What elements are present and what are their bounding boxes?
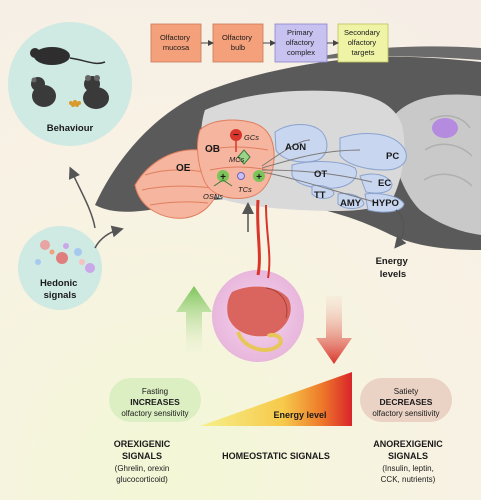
projection-lines	[261, 139, 376, 203]
label-ob: OB	[205, 144, 220, 155]
anorexigenic-line3: (Insulin, leptin,	[382, 464, 434, 473]
hedonic-circle	[18, 226, 102, 310]
orexigenic-line2: SIGNALS	[122, 451, 162, 461]
satiety-line1: Satiety	[394, 387, 418, 396]
label-osns: OSNs	[203, 192, 223, 201]
energy-levels-label: Energy levels	[376, 256, 411, 280]
bottom-labels: OREXIGENIC SIGNALS (Ghrelin, orexin gluc…	[114, 439, 444, 484]
label-mcs: MCs	[229, 155, 245, 164]
arrow-to-behaviour	[68, 166, 96, 229]
svg-text:−: −	[233, 130, 239, 141]
flow-label-mucosa: Olfactory mucosa	[160, 33, 192, 52]
label-ot: OT	[314, 169, 327, 180]
label-gcs: GCs	[244, 133, 259, 142]
hedonic-label: Hedonic signals	[40, 278, 80, 301]
label-hypo: HYPO	[372, 198, 399, 209]
satiety-box: Satiety DECREASES olfactory sensitivity	[360, 378, 452, 422]
mouse-icon	[83, 75, 109, 109]
arrow-from-hedonic	[94, 225, 124, 249]
flow-label-secondary: Secondary olfactory targets	[344, 28, 382, 57]
anorexigenic-line1: ANOREXIGENIC	[373, 439, 443, 449]
flow-label-primary: Primary olfactory complex	[286, 28, 316, 57]
label-oe: OE	[176, 163, 191, 174]
stomach-icon	[227, 286, 291, 337]
green-up-arrow	[176, 286, 212, 355]
inhibitory-minus-icon	[230, 129, 242, 141]
cerebellum-fold	[429, 115, 471, 129]
fasting-pill	[109, 378, 201, 422]
orexigenic-line3: (Ghrelin, orexin	[115, 464, 170, 473]
satiety-line3: olfactory sensitivity	[372, 409, 439, 418]
label-aon: AON	[285, 142, 306, 153]
label-tcs: TCs	[238, 185, 252, 194]
anorexigenic-line2: SIGNALS	[388, 451, 428, 461]
energy-level-triangle	[200, 372, 352, 426]
homeostatic-label: HOMEOSTATIC SIGNALS	[222, 451, 330, 461]
label-ec: EC	[378, 178, 391, 189]
flow-chart: Olfactory mucosa Olfactory bulb Primary …	[150, 23, 389, 63]
fasting-line2: INCREASES	[130, 397, 180, 407]
label-amy: AMY	[340, 198, 362, 209]
flow-box-mucosa	[150, 23, 202, 63]
mitral-cell-icon	[237, 149, 251, 165]
cerebellum-fold	[424, 143, 473, 157]
bulb-neurons: − + +	[213, 129, 265, 187]
svg-text:+: +	[256, 172, 262, 183]
cerebellum	[391, 94, 481, 236]
intestine-icon	[236, 331, 283, 352]
satiety-line2: DECREASES	[380, 397, 433, 407]
fasting-box: Fasting INCREASES olfactory sensitivity	[109, 378, 201, 422]
fasting-line3: olfactory sensitivity	[121, 409, 188, 418]
orexigenic-line1: OREXIGENIC	[114, 439, 171, 449]
gut-panel	[212, 199, 304, 362]
tufted-cell-icon	[237, 172, 245, 180]
arrow-energy-levels	[394, 209, 407, 249]
hedonic-panel: Hedonic signals	[18, 226, 102, 310]
behaviour-label: Behaviour	[47, 123, 94, 134]
fasting-line1: Fasting	[142, 387, 168, 396]
excitatory-plus-icon	[217, 170, 229, 182]
label-tt: TT	[314, 190, 326, 201]
mouse-icon	[30, 47, 106, 65]
red-down-arrow	[316, 296, 352, 364]
cerebellum-fold	[423, 173, 473, 187]
brain-labels: OE OB GCs MCs TCs OSNs AON PC OT EC TT A…	[176, 133, 399, 209]
anorexigenic-line4: CCK, nutrients)	[381, 475, 436, 484]
label-pc: PC	[386, 151, 399, 162]
energy-level-label: Energy level	[273, 410, 326, 420]
flow-label-bulb: Olfactory bulb	[222, 33, 254, 52]
behaviour-panel: Behaviour	[8, 22, 132, 146]
bulb-layer	[209, 166, 269, 171]
head-top	[300, 46, 481, 62]
orexigenic-line4: glucocorticoid)	[116, 475, 168, 484]
purple-region	[432, 118, 458, 138]
flow-box-bulb	[212, 23, 264, 63]
satiety-pill	[360, 378, 452, 422]
svg-text:+: +	[220, 172, 226, 183]
food-pellets-icon	[69, 100, 81, 107]
esophagus	[256, 199, 261, 276]
excitatory-plus-icon	[253, 170, 265, 182]
curved-arrows	[68, 166, 407, 249]
mouse-icon	[31, 77, 56, 107]
